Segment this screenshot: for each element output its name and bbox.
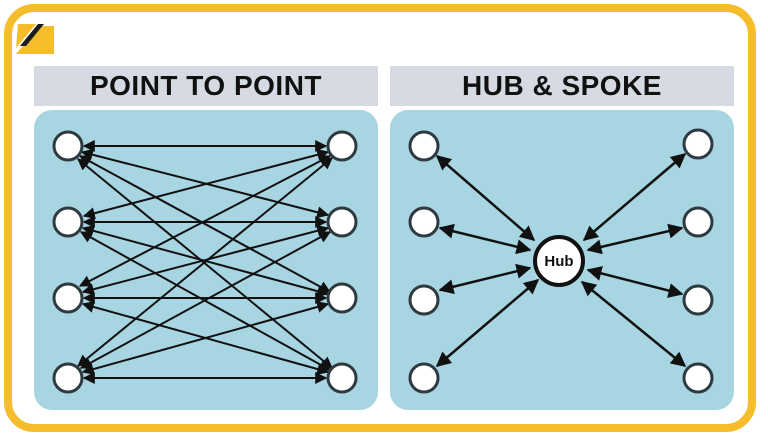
point-to-point-title: POINT TO POINT (34, 66, 378, 106)
point-to-point-panel (34, 110, 378, 410)
brand-logo-icon (16, 24, 54, 54)
hub-and-spoke-title: HUB & SPOKE (390, 66, 734, 106)
hub-and-spoke-panel (390, 110, 734, 410)
